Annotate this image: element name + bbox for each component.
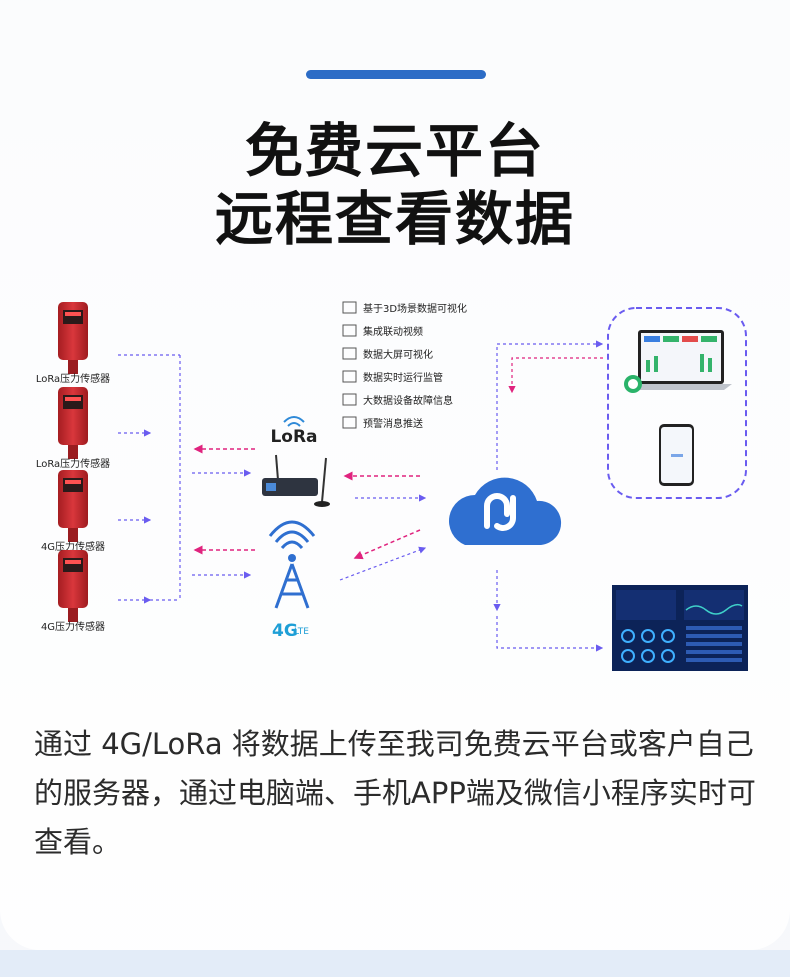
feature-item: 数据实时运行监管 [363, 371, 443, 384]
feature-list: 基于3D场景数据可视化 集成联动视频 数据大屏可视化 数据实时运行监管 大数据设… [342, 301, 467, 430]
monitor-icon [342, 393, 357, 406]
headline-line1: 免费云平台 [244, 117, 545, 185]
lte-tower: 4G LTE [268, 520, 316, 641]
monitor-icon [342, 301, 357, 314]
accent-bar [306, 70, 486, 79]
headline-line2: 远程查看数据 [214, 185, 575, 253]
feature-item: 基于3D场景数据可视化 [363, 302, 467, 315]
dashboard-screen-icon [612, 585, 748, 671]
sensor-label: LoRa压力传感器 [36, 372, 110, 385]
sensor-label: LoRa压力传感器 [36, 457, 110, 470]
sensor-label: 4G压力传感器 [41, 540, 105, 553]
sensor-4: 4G压力传感器 [41, 550, 105, 633]
client-devices-group [607, 307, 747, 499]
feature-item: 数据大屏可视化 [363, 348, 433, 361]
lora-label: LoRa [270, 427, 317, 447]
laptop-icon [624, 330, 732, 393]
cloud-platform-icon [448, 477, 562, 545]
sensor-2: LoRa压力传感器 [36, 387, 110, 470]
monitor-icon [342, 347, 357, 360]
cloud-to-devices [493, 340, 604, 652]
feature-item: 预警消息推送 [363, 417, 423, 430]
sensor-1: LoRa压力传感器 [36, 302, 110, 385]
monitor-icon [342, 324, 357, 337]
wifi-icon [283, 416, 305, 427]
description-text: 通过 4G/LoRa 将数据上传至我司免费云平台或客户自己的服务器，通过电脑端、… [34, 727, 756, 859]
monitor-icon [342, 416, 357, 429]
arrow-cloud-to-tower [353, 529, 421, 560]
feature-item: 集成联动视频 [363, 325, 423, 338]
feature-item: 大数据设备故障信息 [363, 394, 453, 407]
sensor-3: 4G压力传感器 [41, 470, 105, 553]
lte-sub-label: LTE [294, 627, 309, 637]
lte-label: 4G [272, 621, 298, 641]
content-card [0, 0, 790, 950]
phone-icon [659, 424, 694, 486]
bottom-strip [0, 950, 790, 977]
arrow-tower-to-cloud [339, 546, 427, 581]
system-diagram: LoRa压力传感器 LoRa压力传感器 4G压力传感器 4G压力传感器 [36, 301, 748, 671]
sensor-label: 4G压力传感器 [41, 620, 105, 633]
sensor-bus [118, 354, 181, 604]
monitor-icon [342, 370, 357, 383]
lora-gateway: LoRa [262, 416, 330, 507]
signal-icon [268, 520, 316, 550]
